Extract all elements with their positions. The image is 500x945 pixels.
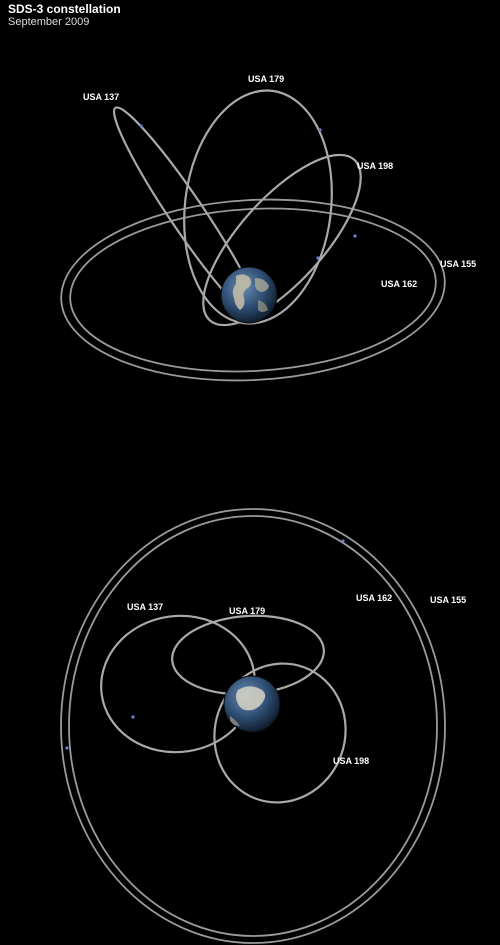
label-usa179-top: USA 179 bbox=[248, 74, 284, 84]
label-usa155-top: USA 155 bbox=[440, 259, 476, 269]
earth-top bbox=[220, 266, 278, 324]
earth-bottom bbox=[223, 675, 281, 733]
satellite-usa162-bottom bbox=[341, 539, 345, 543]
label-usa137-top: USA 137 bbox=[83, 92, 119, 102]
satellite-usa198-top bbox=[316, 256, 320, 260]
label-usa179-bottom: USA 179 bbox=[229, 606, 265, 616]
satellite-usa179-top bbox=[318, 128, 322, 132]
top-view: USA 137 USA 179 USA 198 USA 155 USA 162 bbox=[60, 74, 476, 382]
orbit-usa198-bottom bbox=[213, 662, 347, 804]
label-usa137-bottom: USA 137 bbox=[127, 602, 163, 612]
satellite-usa155-top bbox=[353, 234, 357, 238]
orbit-usa137-bottom bbox=[100, 614, 256, 754]
diagram-subtitle: September 2009 bbox=[8, 16, 90, 28]
orbit-usa162-top bbox=[69, 207, 437, 373]
orbit-usa155-bottom bbox=[60, 508, 446, 944]
label-usa162-top: USA 162 bbox=[381, 279, 417, 289]
label-usa198-top: USA 198 bbox=[357, 161, 393, 171]
label-usa155-bottom: USA 155 bbox=[430, 595, 466, 605]
bottom-view: USA 137 USA 179 USA 162 USA 155 USA 198 bbox=[60, 508, 466, 944]
orbit-usa162-bottom bbox=[68, 515, 438, 937]
orbit-usa155-top bbox=[60, 198, 446, 382]
label-usa162-bottom: USA 162 bbox=[356, 593, 392, 603]
satellite-usa137-top bbox=[139, 124, 143, 128]
diagram-title: SDS-3 constellation bbox=[8, 2, 121, 16]
satellite-usa137-bottom bbox=[131, 715, 135, 719]
satellite-usa155-bottom bbox=[65, 746, 69, 750]
orbit-usa179-top bbox=[183, 89, 333, 325]
label-usa198-bottom: USA 198 bbox=[333, 756, 369, 766]
orbit-usa198-top bbox=[202, 153, 362, 327]
